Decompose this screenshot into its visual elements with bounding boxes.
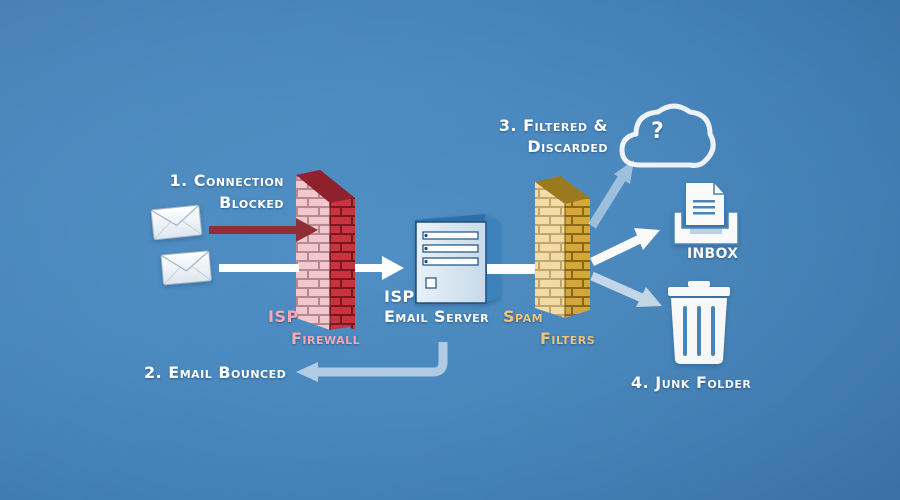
server-label-line2: Email Server [384,307,490,326]
discard-arrow [588,160,634,229]
cloud-question-icon [619,103,716,168]
spam-label-line2: Filters [540,329,596,348]
junk-arrow [590,271,662,307]
step1-label-line1: 1. Connection [169,171,284,190]
bounce-arrow [296,342,448,382]
firewall-label-line1: ISP [268,307,299,326]
server-icon [415,214,500,304]
inbox-arrow [590,228,660,267]
step3-label-line2: Discarded [527,137,608,156]
firewall-label-line2: Firewall [291,329,361,348]
brick-wall-icon [296,170,355,330]
delivery-arrow [219,256,404,280]
step1-label-line2: Blocked [219,193,284,212]
step4-label: 4. Junk Folder [631,373,752,392]
trash-can-icon [668,281,730,364]
inbox-label: INBOX [687,246,739,262]
inbox-tray-icon [673,183,739,245]
envelope-icon [150,204,203,241]
server-to-filter-arrow [487,264,545,274]
brick-wall-icon [535,176,590,318]
envelope-icon [160,250,212,286]
blocked-arrow [209,218,318,242]
server-label-line1: ISP [384,287,415,306]
spam-label-line1: Spam [503,307,544,326]
step2-label: 2. Email Bounced [144,363,287,382]
step3-label-line1: 3. Filtered & [498,116,608,135]
cloud-question-mark: ? [651,119,665,144]
